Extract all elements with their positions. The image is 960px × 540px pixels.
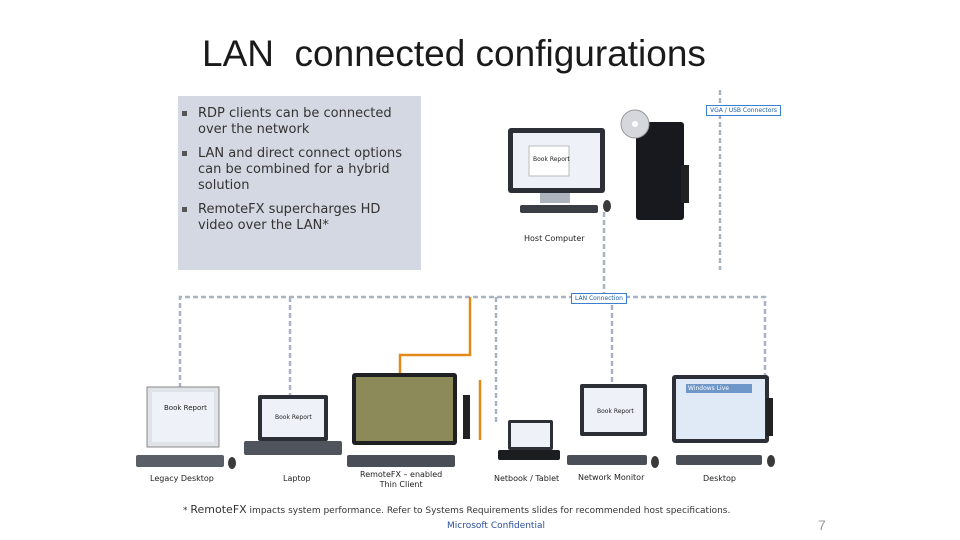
- orange-lines: [398, 297, 482, 440]
- mouse-icon: [228, 457, 236, 469]
- bullet-panel: [178, 96, 421, 270]
- bullet-marker-icon: [182, 151, 187, 156]
- host-tower-icon: [636, 122, 684, 220]
- mouse-icon: [651, 456, 659, 468]
- lan-lines: [178, 90, 767, 425]
- netbook-icon: [498, 420, 560, 460]
- footnote: * RemoteFX impacts system performance. R…: [183, 503, 730, 516]
- bullet-3: RemoteFX supercharges HD video over the …: [182, 202, 417, 234]
- legacy-desktop-icon: [136, 386, 224, 467]
- bullet-marker-icon: [182, 207, 187, 212]
- desktop-dongle-icon: [766, 398, 773, 436]
- orange-line-thin-client: [398, 297, 472, 375]
- bullet-marker-icon: [182, 111, 187, 116]
- cd-disc-center-icon: [632, 121, 638, 127]
- host-dongle-icon: [681, 165, 689, 203]
- bullet-2: LAN and direct connect options can be co…: [182, 146, 417, 194]
- page-number: 7: [818, 517, 826, 533]
- footnote-text: impacts system performance. Refer to Sys…: [246, 506, 731, 516]
- footnote-prefix: *: [183, 506, 191, 516]
- laptop-icon: [244, 395, 342, 455]
- legacy-screen-text: Book Report: [164, 404, 207, 412]
- slide-title: LAN connected configurations: [202, 33, 706, 74]
- lan-connection-tag: LAN Connection: [571, 293, 627, 304]
- confidential-label: Microsoft Confidential: [447, 521, 545, 531]
- bullet-1: RDP clients can be connected over the ne…: [182, 106, 417, 138]
- laptop-label: Laptop: [283, 474, 311, 483]
- mouse-icon: [767, 455, 775, 467]
- lan-line-trunk: [178, 295, 767, 388]
- legacy-desktop-label: Legacy Desktop: [150, 474, 214, 483]
- footnote-remotefx: RemoteFX: [190, 503, 247, 516]
- host-monitor-icon: [508, 128, 605, 203]
- network-monitor-icon: [567, 384, 647, 465]
- thin-client-dongle-icon: [463, 395, 470, 439]
- desktop-screen-text: Windows Live: [688, 385, 729, 392]
- thin-client-icon: [347, 373, 470, 467]
- host-keyboard-icon: [520, 205, 598, 213]
- thin-client-label: RemoteFX – enabled Thin Client: [360, 470, 443, 489]
- netbook-label: Netbook / Tablet: [494, 474, 560, 483]
- desktop-label: Desktop: [703, 474, 736, 483]
- host-screen-text: Book Report: [533, 156, 570, 163]
- desktop-icon: [672, 375, 773, 465]
- monitor-screen-text: Book Report: [597, 408, 634, 415]
- vga-usb-connectors-tag: VGA / USB Connectors: [706, 105, 781, 116]
- laptop-screen-text: Book Report: [275, 414, 312, 421]
- mouse-icon: [603, 200, 611, 212]
- network-monitor-label: Network Monitor: [578, 473, 645, 482]
- mouse-icons: [228, 200, 775, 469]
- host-computer-label: Host Computer: [524, 234, 585, 243]
